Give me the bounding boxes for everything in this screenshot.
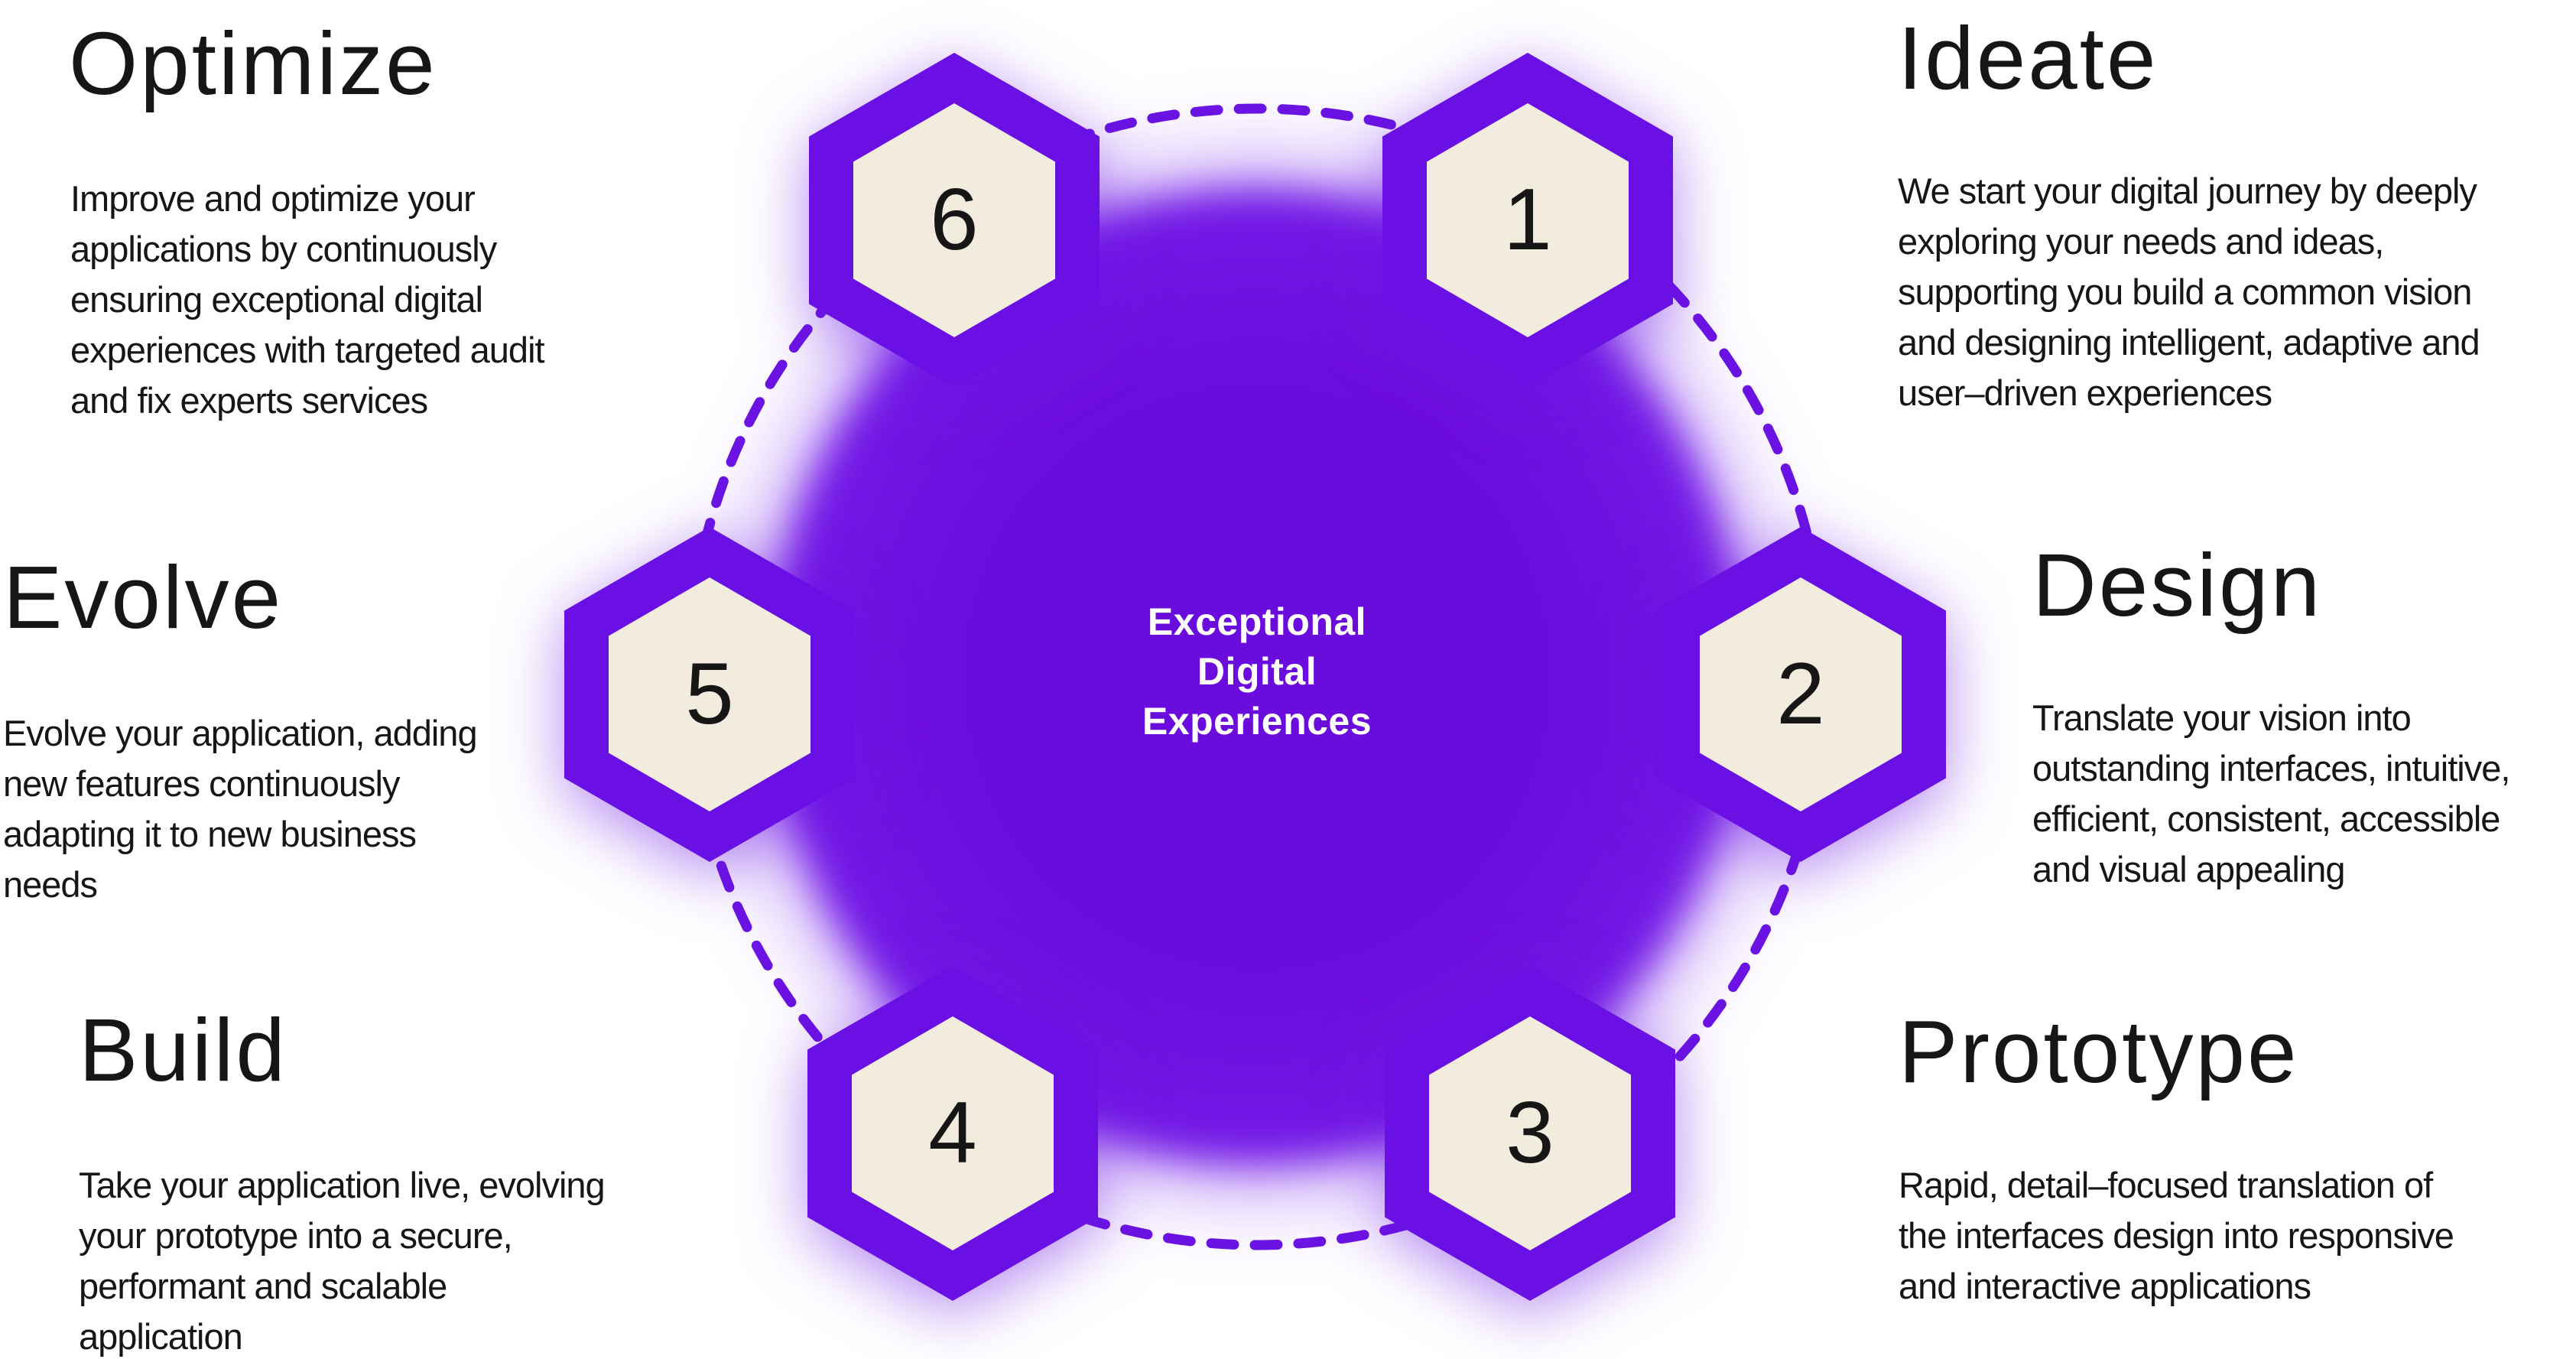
desc-ideate: We start your digital journey by deeply … (1898, 171, 2480, 413)
hexagon-step-2: 2 (1655, 527, 1946, 862)
hexagon-inner: 1 (1427, 103, 1629, 337)
center-label: Exceptional Digital Experiences (1142, 600, 1372, 743)
title-build: Build (79, 1000, 287, 1100)
title-evolve: Evolve (3, 548, 284, 647)
hexagon-step-6: 6 (809, 53, 1100, 388)
step-number: 6 (930, 171, 979, 268)
hexagon-inner: 4 (852, 1016, 1054, 1250)
hexagon-outer: 2 (1655, 527, 1946, 862)
hexagon-step-3: 3 (1385, 966, 1675, 1301)
desc-build: Take your application live, evolving you… (79, 1165, 606, 1357)
step-number: 5 (685, 645, 734, 743)
hexagon-outer: 1 (1382, 53, 1673, 388)
title-prototype: Prototype (1899, 1002, 2299, 1101)
desc-evolve: Evolve your application, adding new feat… (3, 713, 478, 905)
desc-optimize: Improve and optimize your applications b… (70, 178, 545, 421)
step-number: 3 (1506, 1084, 1554, 1182)
desc-design: Translate your vision into outstanding i… (2032, 697, 2510, 889)
hexagon-step-1: 1 (1382, 53, 1673, 388)
hexagon-outer: 5 (564, 527, 855, 862)
title-ideate: Ideate (1898, 8, 2159, 108)
step-number: 2 (1776, 645, 1825, 743)
step-number: 1 (1503, 171, 1552, 268)
step-number: 4 (928, 1084, 977, 1182)
desc-prototype: Rapid, detail–focused translation of the… (1899, 1165, 2454, 1306)
title-optimize: Optimize (69, 14, 437, 113)
hexagon-outer: 4 (807, 966, 1098, 1301)
hexagon-outer: 6 (809, 53, 1100, 388)
hexagon-outer: 3 (1385, 966, 1675, 1301)
hexagon-step-5: 5 (564, 527, 855, 862)
hexagon-inner: 3 (1429, 1016, 1631, 1250)
hexagon-inner: 6 (853, 103, 1055, 337)
hexagon-inner: 5 (609, 577, 810, 811)
hexagon-step-4: 4 (807, 966, 1098, 1301)
title-design: Design (2032, 535, 2323, 635)
hexagon-inner: 2 (1700, 577, 1902, 811)
